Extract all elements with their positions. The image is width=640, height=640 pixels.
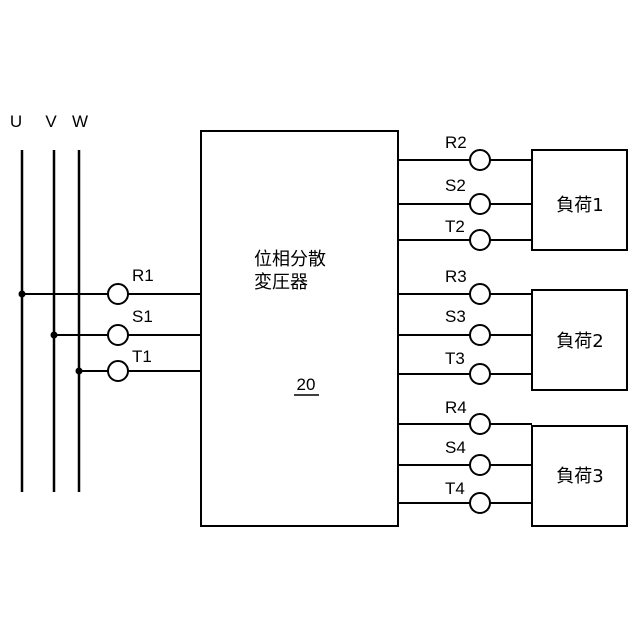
bus-label-v: V <box>45 112 57 131</box>
terminal-r4 <box>470 414 490 434</box>
load-3-label: 負荷3 <box>556 466 603 487</box>
terminal-label-t1: T1 <box>132 347 152 366</box>
terminal-label-r1: R1 <box>132 266 154 285</box>
load-2-label: 負荷2 <box>556 331 603 352</box>
terminal-label-s4: S4 <box>445 438 466 457</box>
terminal-label-s3: S3 <box>445 307 466 326</box>
load-1-label: 負荷1 <box>556 195 603 216</box>
output-group-1: R2 S2 T2 負荷1 <box>398 133 627 250</box>
bus-label-u: U <box>10 112 22 131</box>
terminal-t3 <box>470 364 490 384</box>
terminal-s3 <box>470 325 490 345</box>
transformer-title-line1: 位相分散 <box>254 249 326 270</box>
terminal-t1 <box>108 361 128 381</box>
output-group-3: R4 S4 T4 負荷3 <box>398 398 627 526</box>
terminal-r2 <box>470 150 490 170</box>
bus-label-w: W <box>72 112 88 131</box>
terminal-label-t4: T4 <box>445 479 465 498</box>
transformer-number: 20 <box>297 375 316 394</box>
terminal-t4 <box>470 493 490 513</box>
terminal-r1 <box>108 284 128 304</box>
terminal-label-s2: S2 <box>445 176 466 195</box>
terminal-label-r2: R2 <box>445 133 467 152</box>
terminal-s2 <box>470 194 490 214</box>
terminal-s1 <box>108 325 128 345</box>
terminal-r3 <box>470 284 490 304</box>
terminal-label-r4: R4 <box>445 398 467 417</box>
terminal-label-t3: T3 <box>445 349 465 368</box>
output-group-2: R3 S3 T3 負荷2 <box>398 267 627 390</box>
terminal-label-s1: S1 <box>132 307 153 326</box>
terminal-label-r3: R3 <box>445 267 467 286</box>
terminal-t2 <box>470 230 490 250</box>
phase-dispersion-transformer <box>201 131 398 526</box>
terminal-s4 <box>470 455 490 475</box>
transformer-title-line2: 変圧器 <box>254 272 308 293</box>
terminal-label-t2: T2 <box>445 217 465 236</box>
